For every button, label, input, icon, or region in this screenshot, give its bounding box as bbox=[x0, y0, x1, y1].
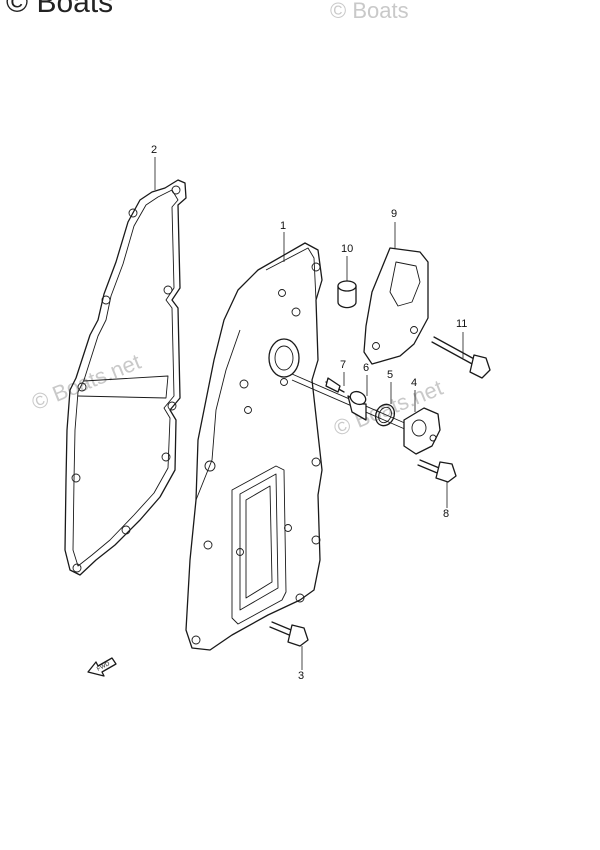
callout-1: 1 bbox=[280, 220, 287, 232]
callout-7: 7 bbox=[340, 359, 347, 371]
part-holder bbox=[403, 407, 441, 455]
part-collar bbox=[337, 280, 357, 309]
fwd-arrow-icon bbox=[87, 657, 117, 677]
part-bolt-bottom bbox=[269, 621, 309, 647]
callout-9: 9 bbox=[391, 208, 398, 220]
callout-5: 5 bbox=[387, 369, 394, 381]
part-bracket bbox=[363, 247, 429, 365]
callout-2: 2 bbox=[151, 144, 158, 156]
part-bushing bbox=[347, 390, 367, 421]
callout-6: 6 bbox=[363, 362, 370, 374]
leader-lines bbox=[154, 157, 464, 670]
part-gasket bbox=[64, 179, 187, 576]
callout-10: 10 bbox=[341, 243, 354, 255]
part-o-ring bbox=[374, 403, 396, 427]
part-cover-plate bbox=[185, 242, 323, 651]
callout-8: 8 bbox=[443, 508, 450, 520]
callout-11: 11 bbox=[456, 318, 468, 330]
callout-3: 3 bbox=[298, 670, 305, 682]
part-long-bolt bbox=[431, 336, 491, 379]
watermark-top-left: © Boats bbox=[6, 0, 114, 19]
part-bolt-right bbox=[417, 459, 457, 483]
callout-4: 4 bbox=[411, 377, 418, 389]
watermark-top-mid: © Boats bbox=[330, 0, 409, 23]
